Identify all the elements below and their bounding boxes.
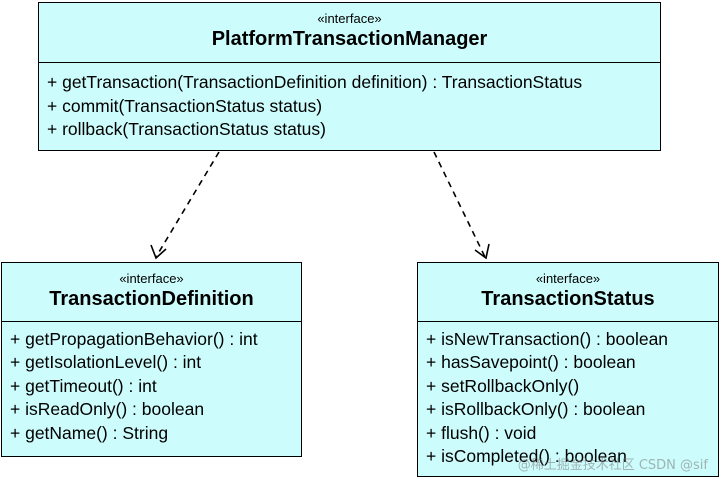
operation-item: + isNewTransaction() : boolean <box>426 329 669 349</box>
operation-item: + flush() : void <box>426 422 537 443</box>
arrowhead-transaction-definition <box>150 244 167 260</box>
operation-item: + getName() : String <box>10 422 169 443</box>
class-platform-transaction-manager: «interface» PlatformTransactionManager +… <box>38 2 661 151</box>
operation-item: + commit(TransactionStatus status) <box>47 95 323 116</box>
operation-item: + setRollbackOnly() <box>426 375 580 396</box>
operation-item: + hasSavepoint() : boolean <box>426 352 636 373</box>
class-header: «interface» PlatformTransactionManager <box>39 3 660 63</box>
operation-item: + isReadOnly() : boolean <box>10 399 205 420</box>
stereotype-label: «interface» <box>535 271 601 286</box>
class-name: PlatformTransactionManager <box>211 28 488 50</box>
operations-list: + getPropagationBehavior() : int + getIs… <box>2 322 301 445</box>
operation-item: + isCompleted() : boolean <box>426 446 627 467</box>
operation-item: + getIsolationLevel() : int <box>10 352 202 373</box>
operation-item: + rollback(TransactionStatus status) <box>47 119 326 139</box>
class-header: «interface» TransactionDefinition <box>2 263 301 322</box>
operations-list: + getTransaction(TransactionDefinition d… <box>39 63 660 142</box>
class-transaction-status: «interface» TransactionStatus + isNewTra… <box>417 262 719 477</box>
class-header: «interface» TransactionStatus <box>418 263 718 322</box>
class-name: TransactionStatus <box>481 288 655 310</box>
class-transaction-definition: «interface» TransactionDefinition + getP… <box>1 262 302 457</box>
operations-list: + isNewTransaction() : boolean + hasSave… <box>418 322 718 468</box>
stereotype-label: «interface» <box>317 11 382 26</box>
arrow-ptm-to-transaction-definition <box>155 151 220 258</box>
class-name: TransactionDefinition <box>49 288 254 310</box>
arrow-ptm-to-transaction-status <box>433 151 486 258</box>
operation-item: + isRollbackOnly() : boolean <box>426 399 646 420</box>
stereotype-label: «interface» <box>119 271 184 286</box>
operation-item: + getTimeout() : int <box>10 375 157 396</box>
operation-item: + getPropagationBehavior() : int <box>10 329 258 349</box>
watermark: @稀土掘金技术社区 CSDN @sif <box>517 458 708 473</box>
arrowhead-transaction-status <box>474 243 490 260</box>
operation-item: + getTransaction(TransactionDefinition d… <box>47 72 583 92</box>
